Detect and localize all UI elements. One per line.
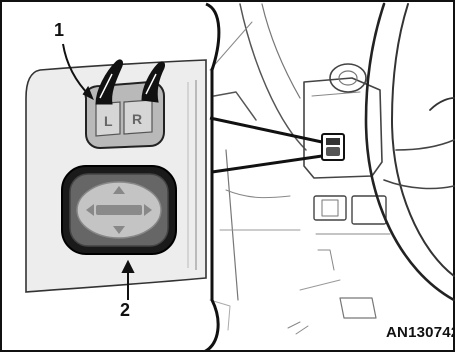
reference-code: AN130742 — [386, 324, 455, 341]
svg-text:L: L — [104, 113, 113, 129]
callout-label-2: 2 — [120, 300, 130, 321]
mirror-adjust-switch-icon — [62, 166, 176, 254]
svg-text:R: R — [132, 111, 142, 127]
callout-label-1: 1 — [54, 20, 64, 41]
dashboard-switch-icon — [322, 134, 344, 160]
